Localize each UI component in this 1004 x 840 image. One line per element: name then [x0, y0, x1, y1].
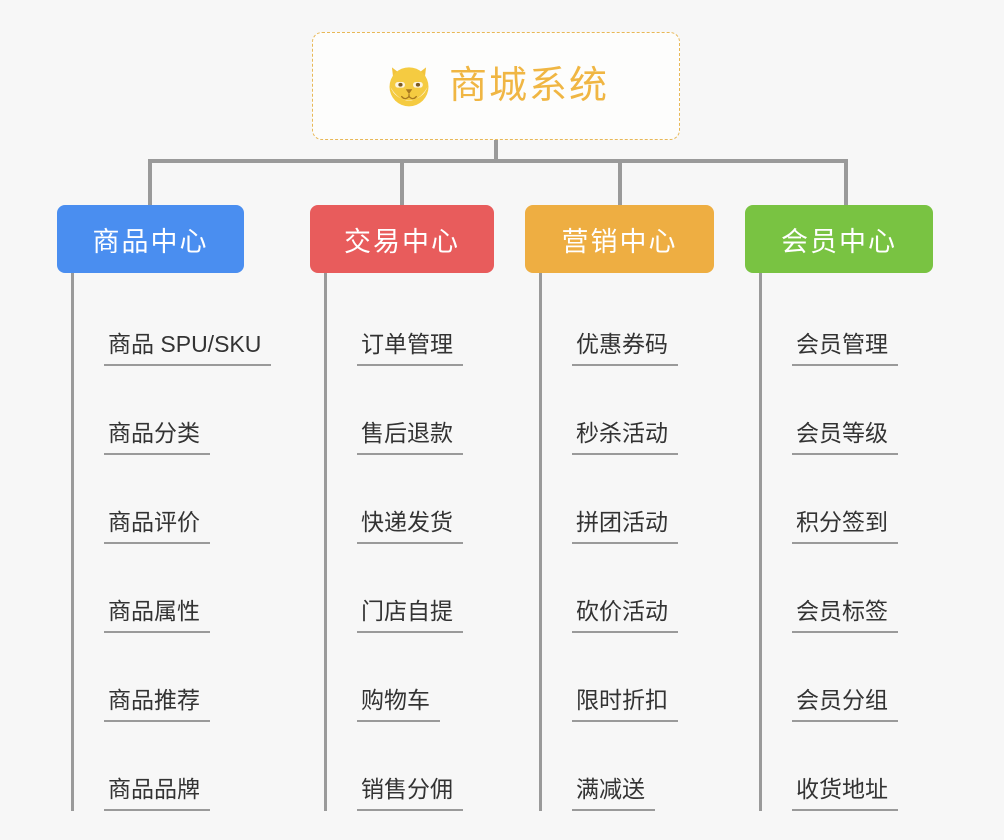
list-item[interactable]: 商品分类 [74, 366, 271, 455]
list-item-label: 收货地址 [792, 776, 898, 811]
list-item[interactable]: 售后退款 [327, 366, 494, 455]
branch-body-1: 订单管理 售后退款 快递发货 门店自提 购物车 销售分佣 [324, 273, 494, 811]
branch-header-label-2: 营销中心 [561, 226, 678, 257]
list-item[interactable]: 会员等级 [762, 366, 933, 455]
list-item[interactable]: 会员分组 [762, 633, 933, 722]
branch-body-3: 会员管理 会员等级 积分签到 会员标签 会员分组 收货地址 [759, 273, 933, 811]
list-item[interactable]: 商品 SPU/SKU [74, 277, 272, 366]
branch-header-label-3: 会员中心 [781, 226, 897, 257]
list-item-label: 商品推荐 [104, 687, 210, 722]
branch-header-3[interactable]: 会员中心 [745, 205, 933, 273]
list-item-label: 积分签到 [792, 509, 898, 544]
list-item[interactable]: 拼团活动 [542, 455, 714, 544]
list-item[interactable]: 积分签到 [762, 455, 933, 544]
list-item[interactable]: 购物车 [327, 633, 494, 722]
list-item-label: 砍价活动 [572, 598, 678, 633]
list-item[interactable]: 优惠券码 [542, 277, 714, 366]
list-item[interactable]: 秒杀活动 [542, 366, 714, 455]
list-item-label: 拼团活动 [572, 509, 678, 544]
list-item[interactable]: 会员标签 [762, 544, 933, 633]
list-item-label: 会员标签 [792, 598, 898, 633]
connector-root-stem [494, 140, 498, 162]
list-item-label: 优惠券码 [572, 331, 678, 366]
list-item[interactable]: 门店自提 [327, 544, 494, 633]
branch-product-center: 商品中心 商品 SPU/SKU 商品分类 商品评价 商品属性 商品推荐 商品品牌 [57, 205, 272, 811]
list-item[interactable]: 商品属性 [74, 544, 271, 633]
list-item[interactable]: 商品评价 [74, 455, 271, 544]
connector-drop-0 [148, 159, 152, 207]
root-node-title: 商城系统 [448, 65, 609, 107]
list-item-label: 秒杀活动 [572, 420, 678, 455]
list-item-label: 会员等级 [792, 420, 898, 455]
connector-horizontal-bus [148, 159, 848, 163]
list-item[interactable]: 销售分佣 [327, 722, 494, 811]
connector-drop-2 [618, 159, 622, 207]
branch-header-0[interactable]: 商品中心 [57, 205, 244, 273]
list-item[interactable]: 订单管理 [327, 277, 494, 366]
branch-header-label-0: 商品中心 [92, 226, 209, 257]
list-item-label: 限时折扣 [572, 687, 678, 722]
list-item-label: 会员分组 [792, 687, 898, 722]
list-item-label: 商品 SPU/SKU [104, 331, 272, 366]
branch-marketing-center: 营销中心 优惠券码 秒杀活动 拼团活动 砍价活动 限时折扣 满减送 [525, 205, 714, 811]
connector-drop-1 [400, 159, 404, 207]
branch-header-label-1: 交易中心 [344, 226, 460, 257]
list-item-label: 商品品牌 [104, 776, 210, 811]
list-item-label: 门店自提 [357, 598, 463, 633]
list-item[interactable]: 收货地址 [762, 722, 933, 811]
branch-header-2[interactable]: 营销中心 [525, 205, 714, 273]
branch-header-1[interactable]: 交易中心 [310, 205, 494, 273]
list-item[interactable]: 快递发货 [327, 455, 494, 544]
list-item-label: 销售分佣 [357, 776, 463, 811]
list-item[interactable]: 会员管理 [762, 277, 933, 366]
list-item[interactable]: 砍价活动 [542, 544, 714, 633]
list-item-label: 订单管理 [357, 331, 463, 366]
list-item-label: 快递发货 [357, 509, 463, 544]
branch-body-0: 商品 SPU/SKU 商品分类 商品评价 商品属性 商品推荐 商品品牌 [71, 273, 272, 811]
branch-body-2: 优惠券码 秒杀活动 拼团活动 砍价活动 限时折扣 满减送 [539, 273, 714, 811]
shiba-dog-face-icon [389, 67, 429, 108]
list-item[interactable]: 限时折扣 [542, 633, 714, 722]
list-item-label: 售后退款 [357, 420, 463, 455]
root-node-mall-system[interactable]: 商城系统 [312, 32, 680, 140]
list-item-label: 商品分类 [104, 420, 210, 455]
list-item-label: 会员管理 [792, 331, 898, 366]
branch-member-center: 会员中心 会员管理 会员等级 积分签到 会员标签 会员分组 收货地址 [745, 205, 933, 811]
list-item-label: 购物车 [357, 687, 440, 722]
list-item[interactable]: 商品推荐 [74, 633, 271, 722]
connector-drop-3 [844, 159, 848, 207]
list-item-label: 商品评价 [104, 509, 210, 544]
list-item[interactable]: 满减送 [542, 722, 714, 811]
branch-trade-center: 交易中心 订单管理 售后退款 快递发货 门店自提 购物车 销售分佣 [310, 205, 494, 811]
list-item-label: 商品属性 [104, 598, 210, 633]
list-item-label: 满减送 [572, 776, 655, 811]
list-item[interactable]: 商品品牌 [74, 722, 271, 811]
